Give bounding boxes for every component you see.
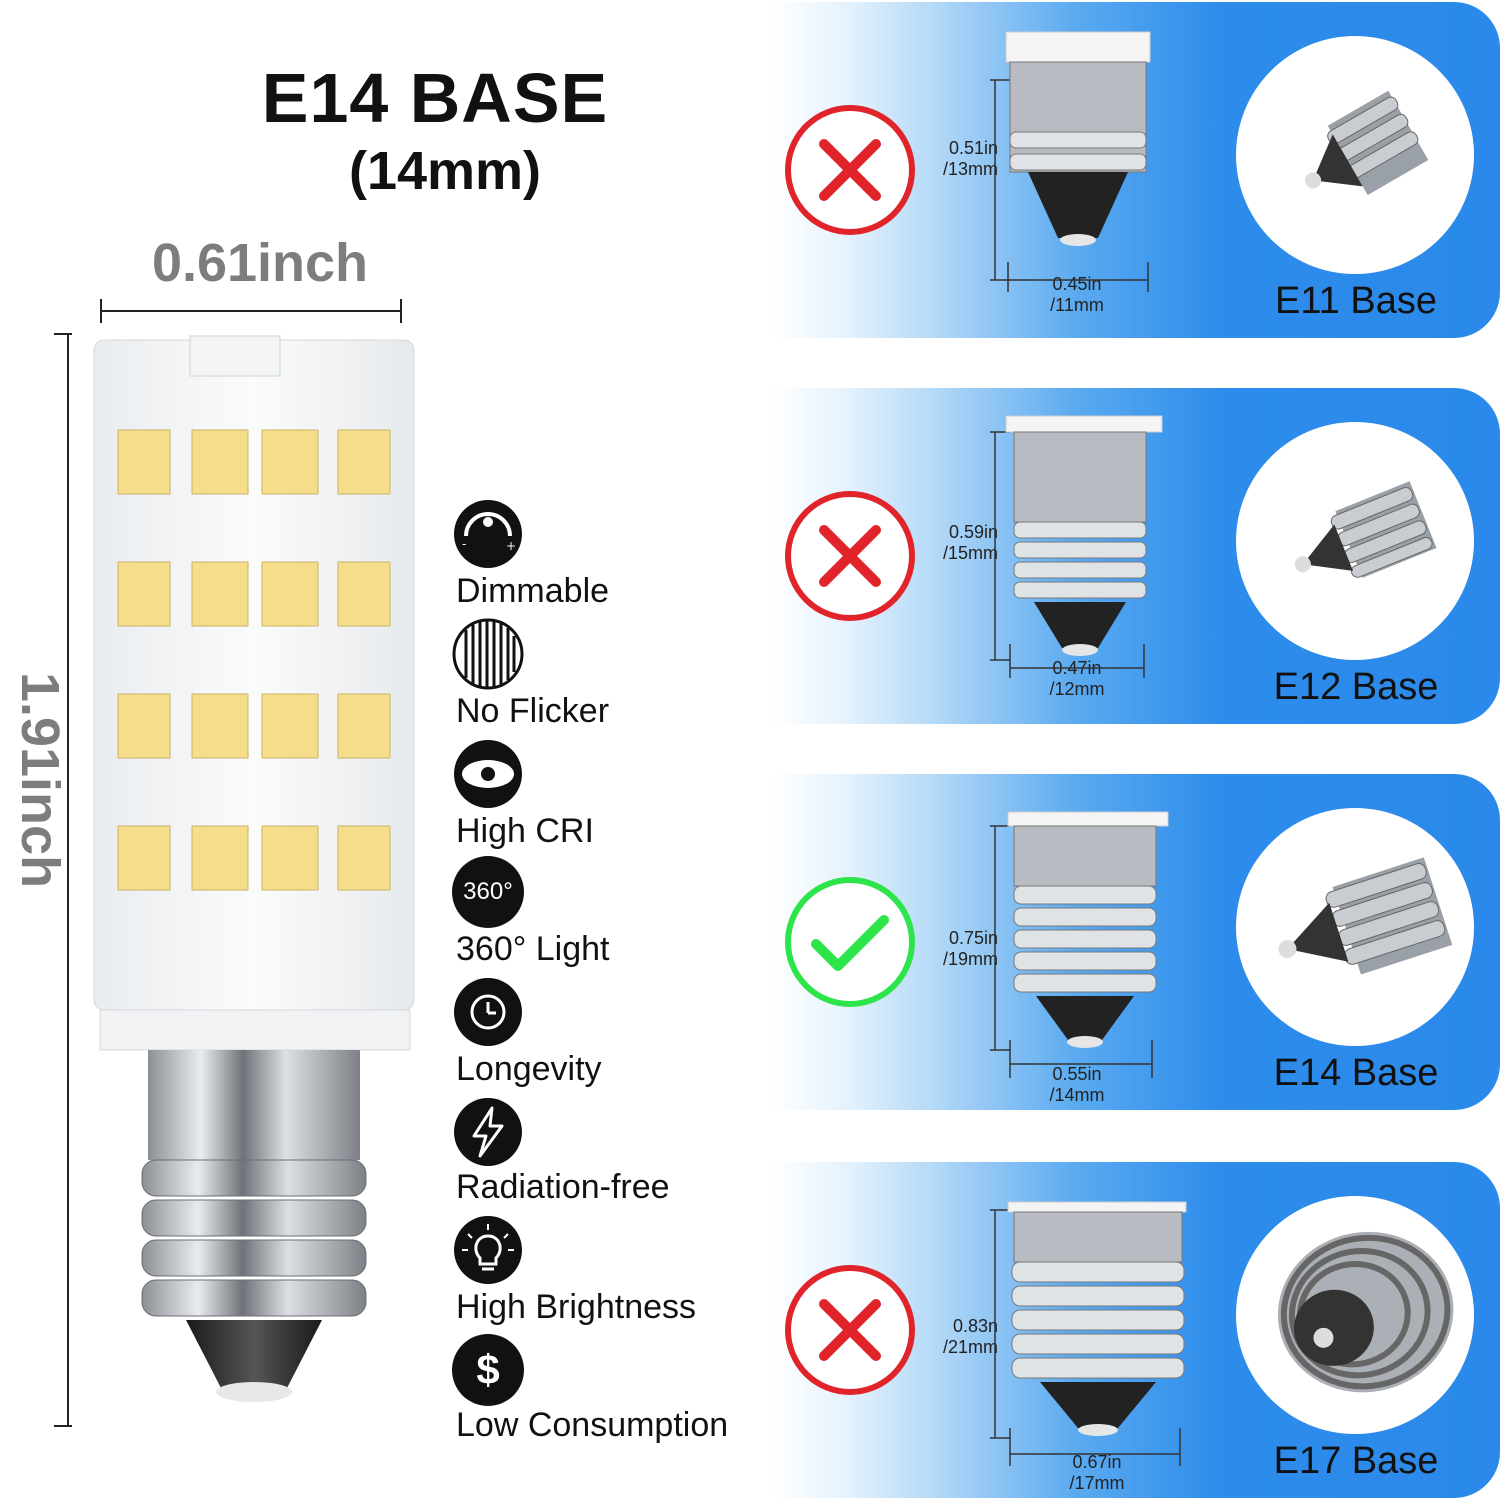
- clock-icon: [454, 978, 522, 1046]
- base-diagram: [990, 415, 1163, 678]
- base-panel-e14: 0.75in /19mm 0.55in /14mm: [770, 774, 1500, 1110]
- base-panel-e12: 0.59in /15mm 0.47in /12mm: [770, 388, 1500, 724]
- base-name: E17 Base: [1273, 1440, 1439, 1482]
- base-photo: [1236, 36, 1474, 274]
- base-diagram: [990, 811, 1169, 1078]
- feature-label-high-brightness: High Brightness: [456, 1288, 697, 1326]
- cross-icon: [785, 1265, 915, 1395]
- feature-label-high-cri: High CRI: [456, 812, 594, 850]
- width-dimension-label: 0.61inch: [151, 233, 369, 293]
- svg-text:+: +: [506, 539, 516, 553]
- height-spec: 0.75in /19mm: [942, 928, 998, 969]
- checkmark-icon: [785, 877, 915, 1007]
- screw-base-icon: [1294, 481, 1437, 578]
- base-name: E12 Base: [1273, 666, 1439, 708]
- feature-label-360-light: 360° Light: [456, 930, 610, 968]
- height-dimension-label: 1.91inch: [10, 671, 70, 889]
- dollar-icon: $: [452, 1334, 524, 1406]
- feature-label-no-flicker: No Flicker: [456, 692, 610, 730]
- height-spec: 0.83n /21mm: [942, 1316, 998, 1357]
- base-panel-e11: 0.51in /13mm 0.45in /11mm: [770, 2, 1500, 338]
- page-title: E14 BASE: [261, 59, 609, 137]
- base-diagram: [990, 31, 1151, 292]
- screw-base-icon: [1305, 90, 1429, 196]
- feature-label-radiation-free: Radiation-free: [456, 1168, 670, 1206]
- 360-icon: 360°: [452, 856, 524, 928]
- height-spec: 0.59in /15mm: [942, 522, 998, 563]
- height-spec: 0.51in /13mm: [942, 138, 998, 179]
- svg-text:-: -: [462, 537, 466, 551]
- base-panel-e17: 0.83n /21mm 0.67in /17mm: [770, 1162, 1500, 1498]
- eye-icon: [454, 740, 522, 808]
- width-dimension-line: [100, 299, 402, 323]
- base-photo: [1236, 422, 1474, 660]
- width-spec: 0.67in /17mm: [1069, 1452, 1125, 1493]
- bulb-icon: [454, 1216, 522, 1284]
- feature-label-longevity: Longevity: [456, 1050, 602, 1088]
- base-name: E14 Base: [1273, 1052, 1439, 1094]
- led-bulb-illustration: [93, 335, 415, 1402]
- feature-label-dimmable: Dimmable: [456, 572, 610, 610]
- no-flicker-icon: [452, 618, 524, 690]
- lightning-icon: [454, 1098, 522, 1166]
- cross-icon: [785, 105, 915, 235]
- base-photo: [1236, 1196, 1474, 1434]
- base-name: E11 Base: [1275, 280, 1437, 322]
- base-photo: [1236, 808, 1474, 1046]
- height-dimension-line: [54, 333, 72, 1427]
- screw-base-icon: [1278, 857, 1453, 975]
- width-spec: 0.55in /14mm: [1049, 1064, 1105, 1105]
- feature-label-low-consumption: Low Consumption: [456, 1406, 729, 1444]
- width-spec: 0.45in /11mm: [1050, 274, 1104, 315]
- base-diagram: [990, 1201, 1187, 1466]
- cross-icon: [785, 491, 915, 621]
- screw-base-icon: [1277, 1231, 1454, 1393]
- dimmer-icon: - +: [454, 500, 522, 568]
- page-subtitle: (14mm): [348, 141, 542, 201]
